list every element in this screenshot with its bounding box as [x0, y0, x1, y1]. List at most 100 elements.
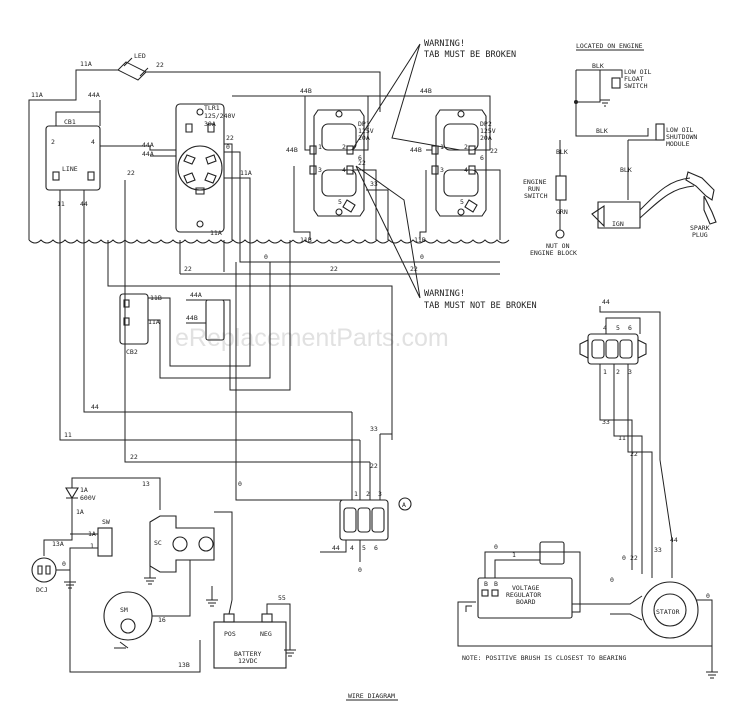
connector-pin: 2: [616, 368, 620, 376]
spark-plug-label: SPARK: [690, 224, 710, 232]
dp1-label: DP1: [358, 120, 370, 128]
label-0: 0: [226, 143, 230, 151]
circuit-breaker-cb2: CB2 11B 11A: [119, 293, 162, 356]
label-44: 44: [91, 403, 99, 411]
engine-heading: LOCATED ON ENGINE: [576, 42, 643, 50]
run-switch-label: ENGINE: [523, 178, 547, 186]
low-oil-float-label: FLOAT: [624, 75, 644, 83]
dp1-terminal: 1: [318, 143, 322, 151]
label-11a: 11A: [210, 229, 222, 237]
vreg-label: VOLTAGE: [512, 584, 539, 592]
wire-dp1-top: [232, 95, 369, 151]
callout-a: A: [402, 501, 406, 509]
low-oil-float-label: LOW OIL: [624, 68, 651, 76]
wire-stator-brush: [600, 595, 643, 605]
wire-55-ground: [266, 603, 296, 657]
label-0: 0: [358, 566, 362, 574]
connector-pin: 6: [628, 324, 632, 332]
wire-44b-dp2: [368, 95, 491, 151]
label-11: 11: [64, 431, 72, 439]
connector-pin: 1: [603, 368, 607, 376]
wire-pos: [228, 599, 233, 615]
label-0: 0: [420, 253, 424, 261]
wire-33-dp1: [366, 189, 389, 240]
label-1: 1: [90, 542, 94, 550]
dp1-terminal: 5: [338, 198, 342, 206]
dcj-label: DCJ: [36, 586, 48, 594]
warning-tab-must-not-be-broken: WARNING! TAB MUST NOT BE BROKEN: [355, 165, 537, 311]
label-13b: 13B: [178, 661, 190, 669]
ign-label: IGN: [612, 220, 624, 228]
dp2-amps: 20A: [480, 134, 492, 142]
label-22: 22: [490, 147, 498, 155]
low-oil-module-label: MODULE: [666, 140, 690, 148]
connector-pin: 2: [366, 490, 370, 498]
wire-16: [152, 560, 191, 617]
label-22: 22: [330, 265, 338, 273]
wire-44b-dp1: [304, 96, 310, 151]
ground-sc: [144, 566, 156, 585]
label-44a: 44A: [88, 91, 100, 99]
switch-sw: SW 1A 1: [88, 518, 113, 557]
diode: 1A 600V: [65, 486, 96, 502]
label-22: 22: [370, 462, 378, 470]
label-22: 22: [130, 453, 138, 461]
sm-label: SM: [120, 606, 128, 614]
dp2-terminal: 5: [460, 198, 464, 206]
cb2-switch: [205, 299, 225, 341]
label-33: 33: [370, 180, 378, 188]
wire-11b-cb2: [148, 240, 251, 367]
label-0: 0: [494, 543, 498, 551]
battery-label: 12VDC: [238, 657, 258, 665]
cb1-terminal: 2: [51, 138, 55, 146]
diagram-title: WIRE DIAGRAM: [348, 692, 395, 700]
dp2-terminal: 2: [464, 143, 468, 151]
dp2-terminal: 3: [440, 166, 444, 174]
label-11a: 11A: [80, 60, 92, 68]
label-b: B: [484, 580, 488, 588]
ground-sm: [114, 641, 129, 649]
connector-pin: 1: [354, 490, 358, 498]
circuit-breaker-cb1: CB1 2 4 LINE: [45, 118, 101, 191]
dp2-label: DP2: [480, 120, 492, 128]
spark-plug-label: PLUG: [692, 231, 708, 239]
label-16: 16: [158, 616, 166, 624]
wire-stator-loop: [457, 599, 713, 647]
ground-mid: [206, 586, 218, 607]
label-blk: BLK: [620, 166, 632, 174]
wire-13: [71, 477, 161, 510]
label-22: 22: [358, 159, 366, 167]
tlr1-label: TLR1: [204, 104, 220, 112]
wire-22-led: [146, 71, 381, 112]
vreg-label: REGULATOR: [506, 591, 541, 599]
low-oil-module-label: LOW OIL: [666, 126, 693, 134]
tlr1-amps: 30A: [204, 120, 216, 128]
wire-44-out: [320, 540, 347, 553]
label-44b: 44B: [410, 146, 422, 154]
label-11a: 11A: [240, 169, 252, 177]
label-0: 0: [62, 560, 66, 568]
connector-pin: 3: [628, 368, 632, 376]
battery: POS NEG BATTERY 12VDC: [213, 613, 287, 669]
label-44a: 44A: [142, 141, 154, 149]
engine-section: LOCATED ON ENGINE BLK LOW OIL FLOAT SWIT…: [523, 42, 717, 257]
connector-a: 1 2 3 4 5 6 A: [339, 490, 412, 552]
wire-0-conn: [235, 480, 360, 501]
label-0: 0: [264, 253, 268, 261]
label-22: 22: [630, 554, 638, 562]
neg-label: NEG: [260, 630, 272, 638]
label-1: 1: [512, 551, 516, 559]
wire-11a-tlr: [224, 177, 251, 240]
wire-sc-bat: [214, 511, 233, 600]
stator-label: STATOR: [656, 608, 680, 616]
label-b: B: [494, 580, 498, 588]
label-33: 33: [654, 546, 662, 554]
low-oil-module-label: SHUTDOWN: [666, 133, 697, 141]
vreg-label: BOARD: [516, 598, 536, 606]
wire-11b-dp1: [293, 166, 311, 240]
cb2-label: CB2: [126, 348, 138, 356]
label-0: 0: [622, 554, 626, 562]
label-11a: 11A: [148, 318, 160, 326]
